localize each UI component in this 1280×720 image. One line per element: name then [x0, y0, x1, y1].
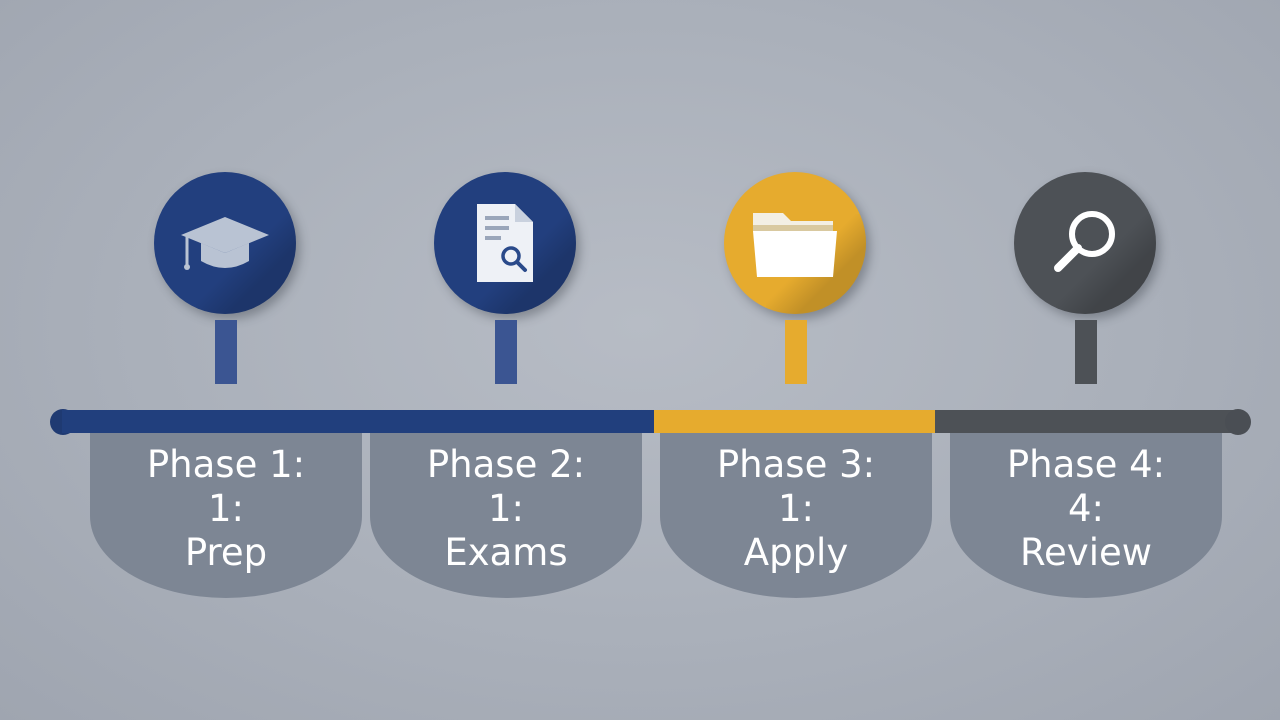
- timeline-segment-prep-exams: [62, 410, 654, 433]
- magnifier-icon: [1054, 211, 1115, 272]
- phase-1: Phase 1: 1: Prep: [82, 0, 372, 720]
- phase-1-number: 1:: [207, 487, 244, 530]
- phase-4-title: Phase 4:: [1006, 443, 1166, 486]
- phase-3-title: Phase 3:: [716, 443, 876, 486]
- phase-3-connector: [785, 320, 807, 384]
- phase-2-label-tab: Phase 2: 1: Exams: [370, 433, 642, 598]
- phase-1-connector: [215, 320, 237, 384]
- phase-2: Phase 2: 1: Exams: [362, 0, 652, 720]
- phase-1-icon-badge: [154, 172, 296, 314]
- folder-icon: [753, 213, 837, 277]
- phase-1-label-tab: Phase 1: 1: Prep: [90, 433, 362, 598]
- phase-3-name: Apply: [743, 531, 849, 574]
- phase-2-connector: [495, 320, 517, 384]
- timeline-end-cap: [1225, 409, 1251, 435]
- phase-1-title: Phase 1:: [146, 443, 306, 486]
- phase-4-label-tab: Phase 4: 4: Review: [950, 433, 1222, 598]
- phase-3-number: 1:: [777, 487, 814, 530]
- phase-4-number: 4:: [1067, 487, 1104, 530]
- timeline-bar: [62, 410, 1238, 433]
- phase-3-label-tab: Phase 3: 1: Apply: [660, 433, 932, 598]
- phase-4: Phase 4: 4: Review: [942, 0, 1232, 720]
- phase-3: Phase 3: 1: Apply: [652, 0, 942, 720]
- phase-2-title: Phase 2:: [426, 443, 586, 486]
- phase-3-icon-badge: [724, 172, 866, 314]
- document-search-icon: [477, 204, 533, 282]
- phase-2-icon-badge: [434, 172, 576, 314]
- graduation-cap-icon: [181, 217, 269, 270]
- phase-2-name: Exams: [444, 531, 568, 574]
- phase-2-number: 1:: [487, 487, 524, 530]
- timeline-segment-apply: [654, 410, 935, 433]
- phase-4-connector: [1075, 320, 1097, 384]
- phase-1-name: Prep: [184, 531, 268, 574]
- timeline-segment-review: [935, 410, 1238, 433]
- phase-4-name: Review: [1019, 531, 1152, 574]
- phase-4-icon-badge: [1014, 172, 1156, 314]
